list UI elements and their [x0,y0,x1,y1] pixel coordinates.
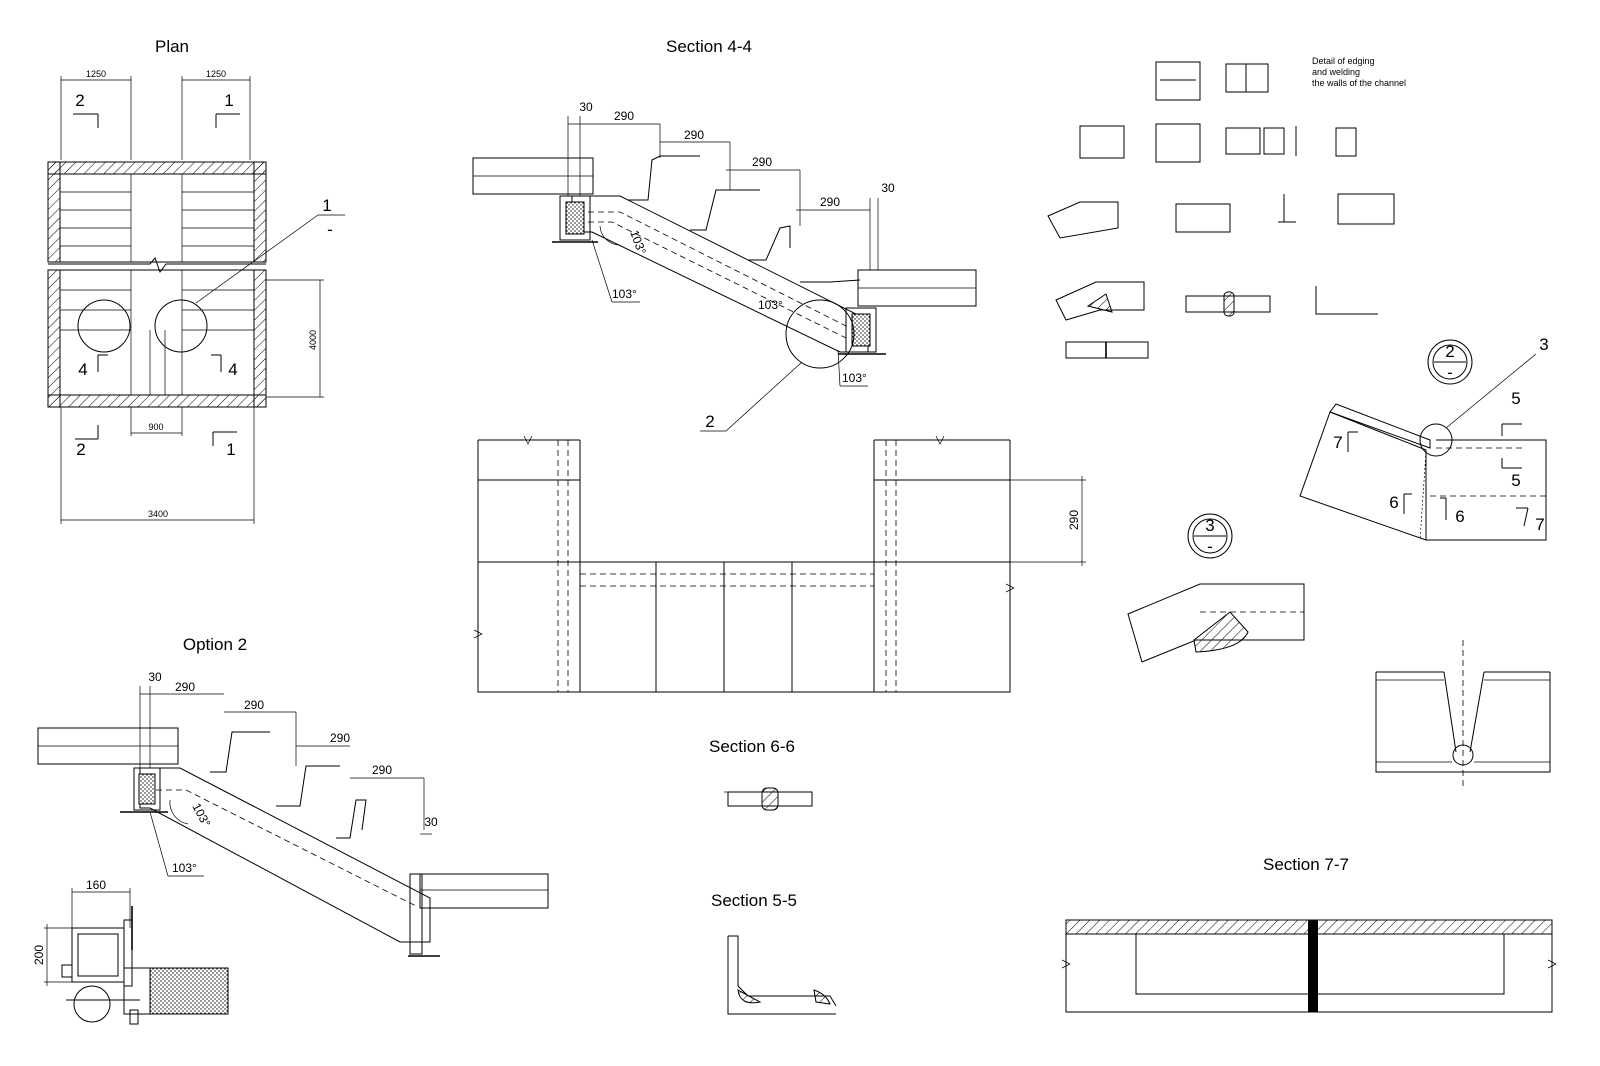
plan-dim-1250-left: 1250 [86,69,106,79]
detail-2-callout-3: 3 [1539,335,1548,354]
weld-groove-detail [1375,640,1551,790]
note-line-2: and welding [1312,67,1360,77]
s44-angle-103-inner: 103° [627,228,649,256]
plan-callout-1-sub: - [327,220,333,239]
detail-2-mark-6-right: 6 [1455,507,1464,526]
plan-section-mark-1-bottom: 1 [226,440,235,459]
section-6-6: Section 6-6 [709,737,813,811]
opt2-angle-103-left: 103° [172,861,197,875]
opt2-dim-160: 160 [86,878,106,892]
section-4-4-title: Section 4-4 [666,37,752,56]
plan-dim-4000: 4000 [308,330,318,350]
plan-section-mark-1-top: 1 [224,91,233,110]
detail-3-number: 3 [1205,516,1214,535]
opt2-node-detail: 160 200 [32,878,229,1025]
option-2-title: Option 2 [183,635,247,654]
opt2-dim-30-top: 30 [148,670,162,684]
detail-2-mark-5-bottom: 5 [1511,471,1520,490]
s44-callout-2: 2 [705,412,714,431]
section-7-7-title: Section 7-7 [1263,855,1349,874]
plan-dim-1250-right: 1250 [206,69,226,79]
option-2: Option 2 30 290 290 290 290 30 103° 10 [32,635,549,1025]
s44-dim-290-2: 290 [684,128,704,142]
upper-steps [60,174,254,262]
plan-section-mark-2-bottom: 2 [76,440,85,459]
opt2-dim-290-2: 290 [244,698,264,712]
note-line-3: the walls of the channel [1312,78,1406,88]
section-4-4: Section 4-4 30 290 290 290 [472,37,977,432]
detail-2-mark-5-top: 5 [1511,389,1520,408]
lower-steps [60,270,254,395]
opt2-angle-103-inner: 103° [189,801,213,830]
section-6-6-title: Section 6-6 [709,737,795,756]
s44-dim-290-4: 290 [820,195,840,209]
edging-welding-details: Detail of edging and welding the walls o… [1047,56,1406,359]
plan-title: Plan [155,37,189,56]
opt2-dim-200: 200 [32,945,46,965]
plan-callout-1: 1 [322,196,331,215]
s44-angle-103-mid: 103° [758,298,783,312]
plan-section-mark-2-top: 2 [75,91,84,110]
note-line-1: Detail of edging [1312,56,1375,66]
plan-section-mark-4-right: 4 [228,360,237,379]
section-5-5-title: Section 5-5 [711,891,797,910]
flight-elevation: 290 [473,435,1086,693]
detail-3: 3 - [1127,513,1305,663]
detail-2-mark-6-left: 6 [1389,493,1398,512]
opt2-dim-30-bottom: 30 [424,815,438,829]
detail-2-sub: - [1447,363,1453,382]
plan-dim-900: 900 [148,422,163,432]
detail-2-mark-7-left: 7 [1333,433,1342,452]
opt2-dim-290-1: 290 [175,680,195,694]
section-5-5: Section 5-5 [711,891,837,1015]
s44-dim-30-top: 30 [579,100,593,114]
s44-dim-290-1: 290 [614,109,634,123]
detail-3-sub: - [1207,537,1213,556]
s44-dim-30-bottom: 30 [881,181,895,195]
plan-section-mark-4-left: 4 [78,360,87,379]
s44-angle-103-right: 103° [842,371,867,385]
detail-2: 2 - 3 5 5 7 7 6 6 [1299,335,1549,541]
section-7-7: Section 7-7 [1061,855,1557,1013]
opt2-dim-290-3: 290 [330,731,350,745]
plan-dim-3400: 3400 [148,509,168,519]
detail-2-mark-7-right: 7 [1535,515,1544,534]
s44-angle-103-left: 103° [612,287,637,301]
plan-view: Plan 1250 1250 2 1 [47,37,345,524]
opt2-dim-290-4: 290 [372,763,392,777]
s44-dim-290-3: 290 [752,155,772,169]
elevation-dim-290: 290 [1067,510,1081,530]
detail-2-number: 2 [1445,342,1454,361]
